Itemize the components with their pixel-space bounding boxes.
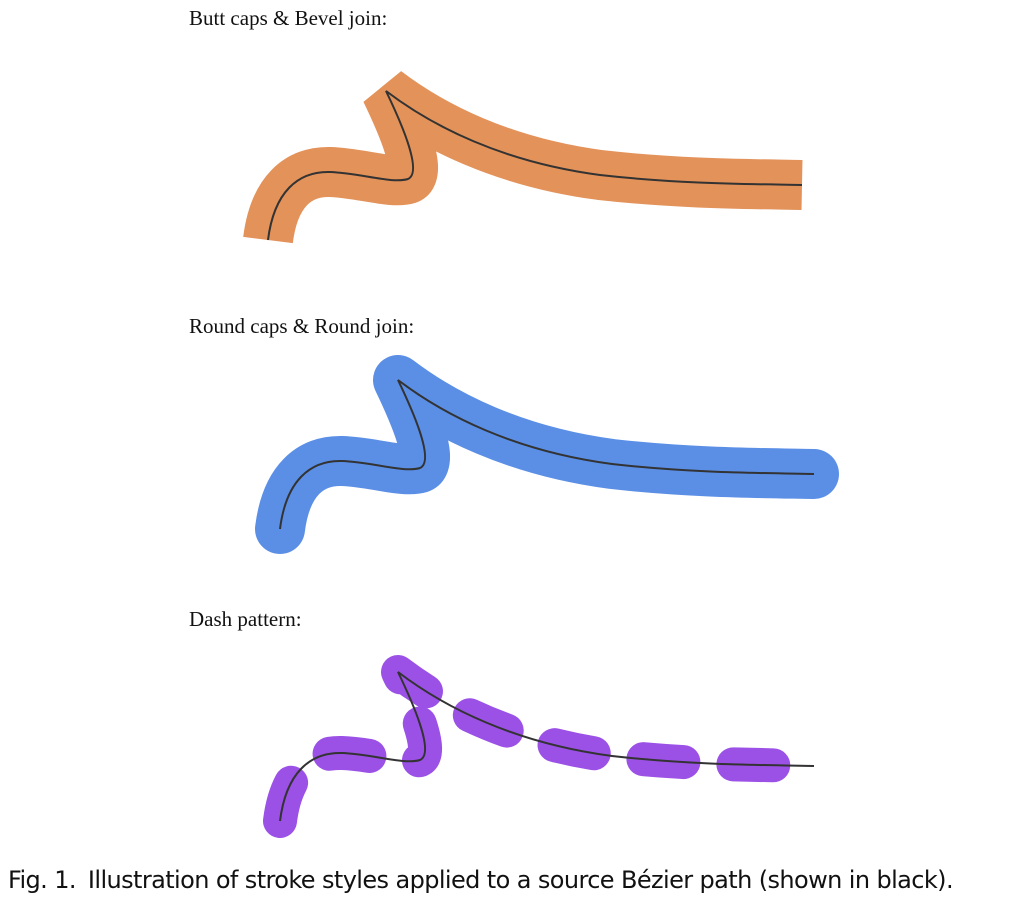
source-bezier-path bbox=[267, 90, 803, 241]
figure-caption: Fig. 1. Illustration of stroke styles app… bbox=[8, 866, 954, 894]
source-bezier-path bbox=[279, 671, 815, 822]
source-bezier-path bbox=[279, 379, 815, 530]
panel-dash-pattern bbox=[263, 655, 831, 838]
stroked-outline-butt-bevel bbox=[243, 70, 803, 244]
figure-number: Fig. 1. bbox=[8, 866, 77, 894]
panel-label-dash: Dash pattern: bbox=[189, 607, 302, 631]
stroked-outline-dashed bbox=[263, 655, 831, 838]
panel-butt-bevel bbox=[243, 70, 803, 244]
panel-label-butt-bevel: Butt caps & Bevel join: bbox=[189, 6, 388, 30]
stroke-illustration bbox=[243, 70, 839, 838]
caption-text: Illustration of stroke styles applied to… bbox=[87, 866, 954, 894]
panel-round-round bbox=[255, 355, 839, 554]
stroked-outline-round-round bbox=[255, 355, 839, 554]
panel-label-round-round: Round caps & Round join: bbox=[189, 314, 415, 338]
